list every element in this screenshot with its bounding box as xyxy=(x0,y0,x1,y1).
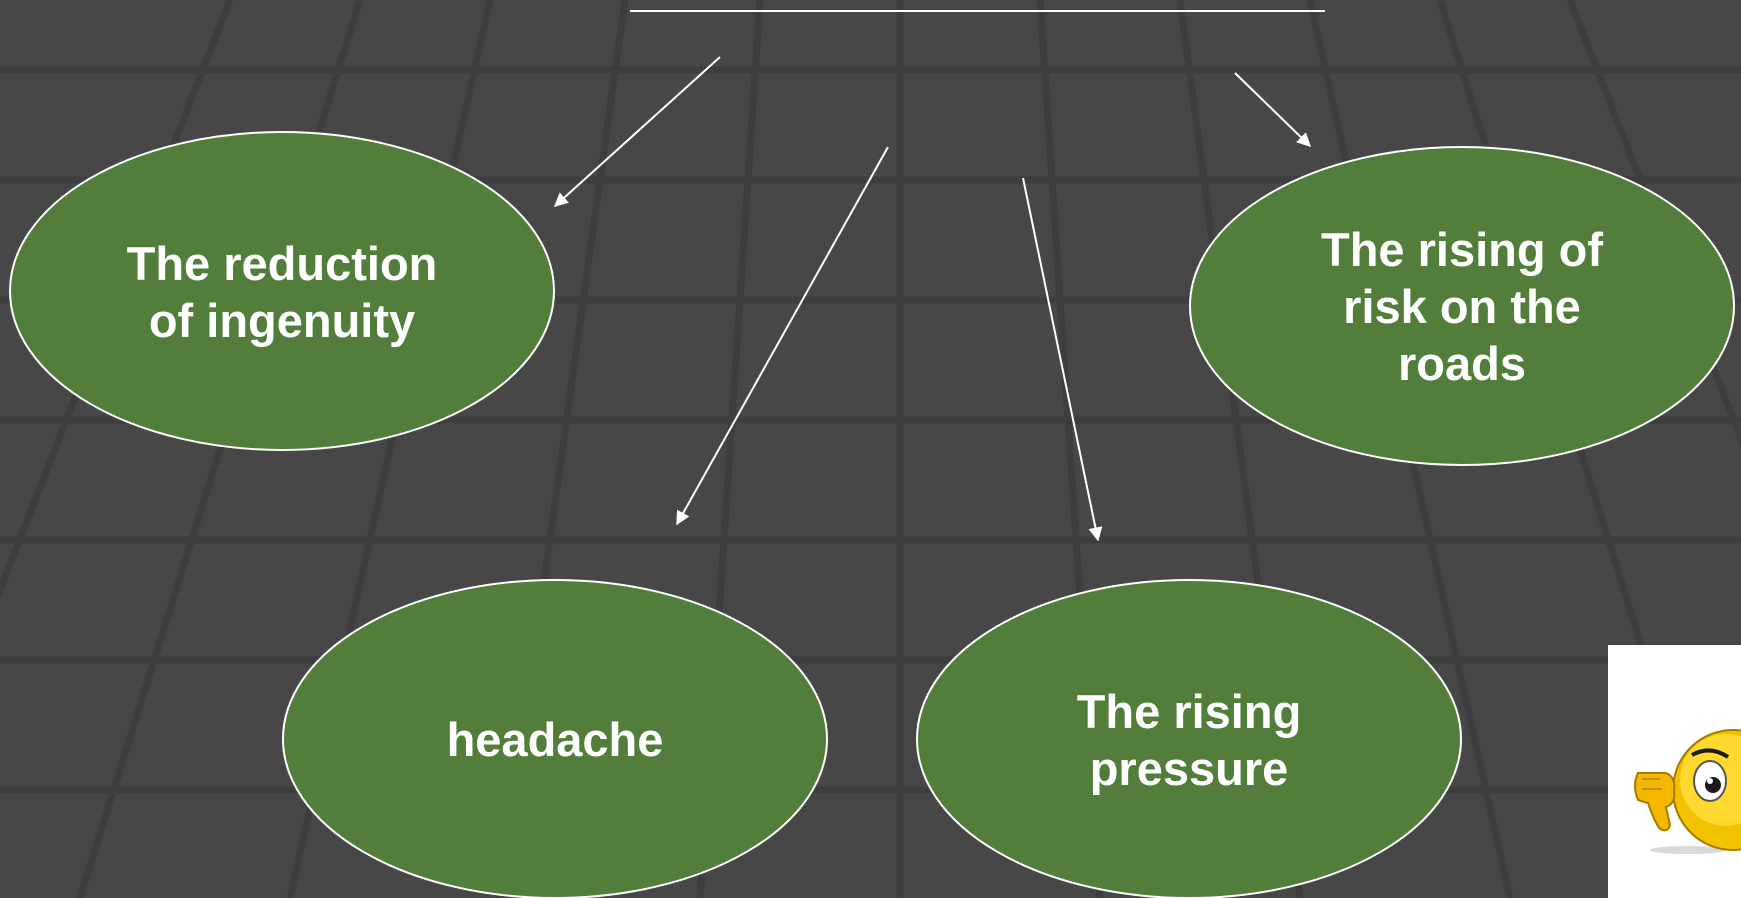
node-rising-pressure: The rising pressure xyxy=(916,579,1462,898)
node-label-line: pressure xyxy=(1090,742,1289,795)
node-ellipse xyxy=(916,579,1462,898)
node-label-line: risk on the xyxy=(1343,280,1581,333)
node-ellipse xyxy=(1189,146,1735,466)
arrow-to-headache xyxy=(676,146,889,526)
thumbs-down-smiley-icon xyxy=(1608,645,1741,898)
arrow-to-rising-risk-roads xyxy=(1234,72,1312,147)
node-headache: headache xyxy=(282,579,828,898)
node-label-line: headache xyxy=(447,713,664,766)
node-label-line: The rising xyxy=(1077,685,1302,738)
node-label-line: roads xyxy=(1398,337,1526,390)
node-ellipse xyxy=(282,579,828,898)
node-label-line: of ingenuity xyxy=(149,294,415,347)
node-reduction-of-ingenuity: The reduction of ingenuity xyxy=(9,131,555,451)
arrow-to-rising-pressure xyxy=(1022,177,1103,542)
node-ellipse xyxy=(9,131,555,451)
node-label-line: The rising of xyxy=(1321,223,1603,276)
arrow-to-reduction-ingenuity xyxy=(553,56,721,207)
node-label-line: The reduction xyxy=(127,237,438,290)
node-rising-risk-on-roads: The rising of risk on the roads xyxy=(1189,146,1735,466)
